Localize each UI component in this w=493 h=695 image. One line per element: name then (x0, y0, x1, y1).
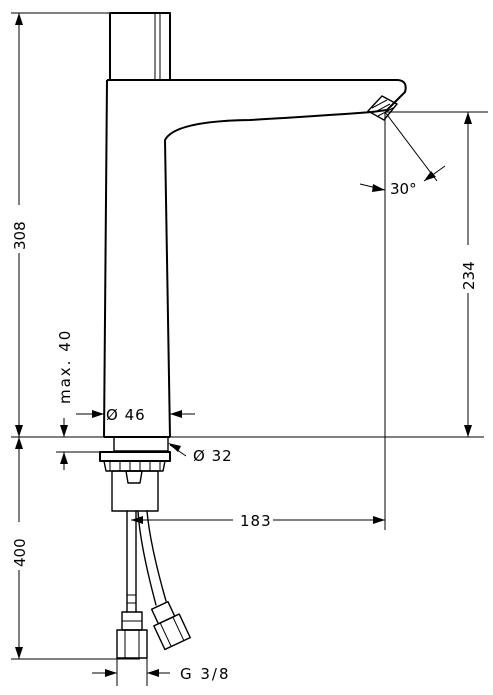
label-total-height: 308 (11, 221, 29, 250)
supply-hoses (116, 510, 191, 659)
label-body-diameter: Ø 46 (106, 406, 146, 424)
label-spout-height: 234 (460, 261, 478, 290)
dim-body-diameter (76, 410, 195, 418)
datum-lines (11, 12, 488, 660)
dimension-labels: 308 400 234 max. 40 Ø 46 Ø 32 183 30° G … (9, 180, 478, 683)
label-spray-angle: 30° (390, 180, 417, 198)
label-shank-diameter: Ø 32 (193, 447, 233, 465)
dim-shank-diameter (168, 443, 187, 457)
dim-spray-angle (359, 165, 446, 192)
label-max-deck: max. 40 (56, 329, 74, 404)
mounting-shank (99, 436, 171, 512)
dim-connection (92, 658, 170, 686)
label-reach: 183 (240, 512, 272, 530)
label-hose-length: 400 (11, 538, 29, 567)
faucet-body (103, 12, 407, 438)
label-connection: G 3/8 (180, 665, 231, 683)
dim-max-deck (60, 418, 68, 470)
